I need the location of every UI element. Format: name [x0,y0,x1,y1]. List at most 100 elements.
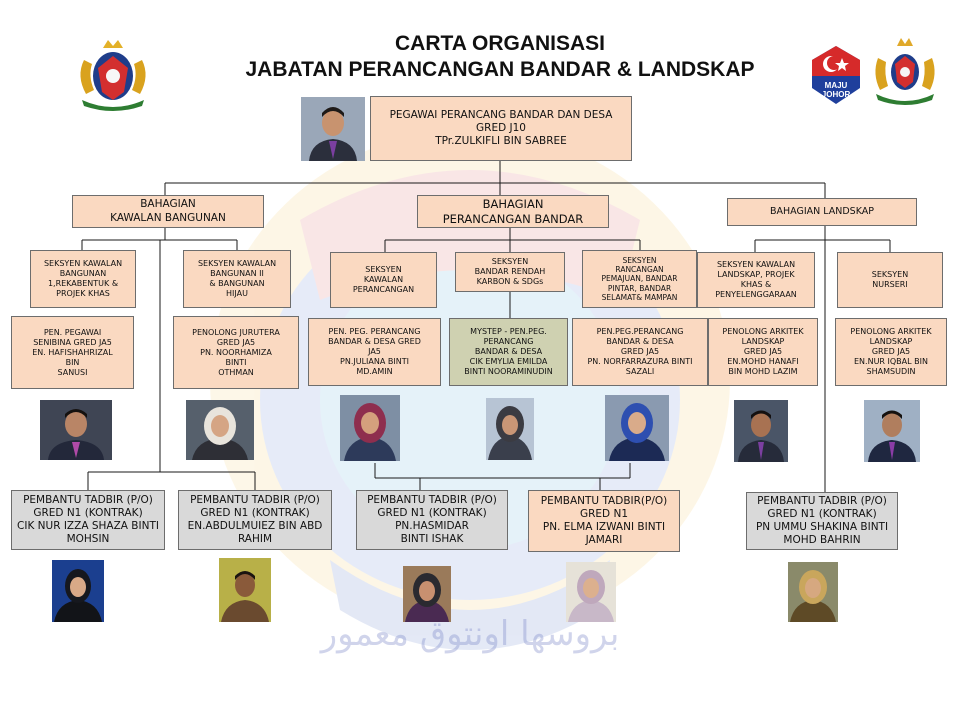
officer-box-4: MYSTEP - PEN.PEG. PERANCANG BANDAR & DES… [449,318,568,386]
section-kawalan-bangunan-1: SEKSYEN KAWALAN BANGUNAN 1,REKABENTUK & … [30,250,136,308]
section-line: HIJAU [226,289,248,298]
officer-photo-3 [340,395,400,461]
assistant-line: GRED N1 (KONTRAK) [33,506,143,519]
officer-line: PN. NORFARRAZURA BINTI [587,357,693,366]
officer-line: BANDAR & DESA GRED [328,337,421,346]
section-line: SEKSYEN KAWALAN [197,259,277,268]
assistant-line: JAMARI [585,534,623,547]
section-line: SEKSYEN [871,270,909,279]
assistant-line: MOHSIN [66,533,110,546]
division-perancangan-bandar: BAHAGIAN PERANCANGAN BANDAR [417,195,609,228]
section-line: BANDAR RENDAH [474,267,546,276]
assistant-line: RAHIM [237,533,273,546]
section-line: SEKSYEN KAWALAN [716,260,796,269]
officer-line: BIN [65,357,80,367]
officer-photo-5 [605,395,669,461]
officer-photo-6 [734,400,788,462]
section-bandar-rendah-karbon: SEKSYEN BANDAR RENDAH KARBON & SDGs [455,252,565,292]
section-line: BANGUNAN [59,269,107,278]
johor-state-crest-icon [875,38,935,105]
officer-line: MD.AMIN [356,367,393,376]
assistant-line: EN.ABDULMUIEZ BIN ABD [187,520,323,532]
officer-line: SAZALI [625,367,655,376]
officer-photo-4 [486,398,534,460]
assistant-line: PEMBANTU TADBIR (P/O) [367,493,497,506]
badge-text-2: JOHOR [822,90,851,99]
assistant-photo-3 [403,566,451,622]
assistant-photo-4 [566,562,616,622]
officer-box-5: PEN.PEG.PERANCANG BANDAR & DESA GRED JA5… [572,318,708,386]
officer-box-7: PENOLONG ARKITEK LANDSKAP GRED JA5 EN.NU… [835,318,947,386]
officer-line: GRED JA5 [743,347,783,356]
officer-box-2: PENOLONG JURUTERA GRED JA5 PN. NOORHAMIZ… [173,316,299,389]
section-line: PENYELENGGARAAN [715,290,797,299]
officer-line: PERANCANG [483,337,534,346]
chart-title: CARTA ORGANISASI [395,32,605,55]
officer-line: PN.JULIANA BINTI [340,357,409,366]
officer-line: SANUSI [57,367,88,377]
officer-line: BANDAR & DESA [474,347,543,356]
section-kawalan-landskap: SEKSYEN KAWALAN LANDSKAP, PROJEK KHAS & … [697,252,815,308]
officer-line: BANDAR & DESA [606,337,674,346]
officer-line: MYSTEP - PEN.PEG. [470,327,547,336]
assistant-line: PEMBANTU TADBIR(P/O) [540,494,668,507]
assistant-photo-1 [52,560,104,622]
assistant-line: BINTI ISHAK [400,533,464,546]
section-kawalan-bangunan-2: SEKSYEN KAWALAN BANGUNAN II & BANGUNAN H… [183,250,291,308]
division-kawalan-bangunan: BAHAGIAN KAWALAN BANGUNAN [72,195,264,228]
section-line: KAWALAN [363,275,404,284]
section-line: SEKSYEN [491,257,529,266]
officer-line: PEN. PEG. PERANCANG [328,327,421,336]
head-officer-line-3: TPr.ZULKIFLI BIN SABREE [435,135,567,148]
officer-box-6: PENOLONG ARKITEK LANDSKAP GRED JA5 EN.MO… [708,318,818,386]
officer-line: BINTI NOORAMINUDIN [464,367,553,376]
head-officer-box: PEGAWAI PERANCANG BANDAR DAN DESA GRED J… [370,96,632,161]
section-line: PROJEK KHAS [56,289,110,298]
section-nurseri: SEKSYEN NURSERI [837,252,943,308]
section-kawalan-perancangan: SEKSYEN KAWALAN PERANCANGAN [330,252,437,308]
officer-line: OTHMAN [218,367,254,377]
assistant-line: GRED N1 (KONTRAK) [200,506,310,519]
assistant-box-3: PEMBANTU TADBIR (P/O) GRED N1 (KONTRAK) … [356,490,508,550]
assistant-line: CIK NUR IZZA SHAZA BINTI [17,520,159,532]
officer-box-1: PEN. PEGAWAI SENIBINA GRED JA5 EN. HAFIS… [11,316,134,389]
chart-subtitle: JABATAN PERANCANGAN BANDAR & LANDSKAP [245,58,755,81]
section-line: SEKSYEN [365,265,402,274]
assistant-box-4: PEMBANTU TADBIR(P/O) GRED N1 PN. ELMA IZ… [528,490,680,552]
division-perancangan-line-1: BAHAGIAN [482,197,544,212]
officer-line: PEN. PEGAWAI [43,327,102,337]
officer-line: SENIBINA GRED JA5 [33,337,112,347]
assistant-box-2: PEMBANTU TADBIR (P/O) GRED N1 (KONTRAK) … [178,490,332,550]
assistant-photo-5 [788,562,838,622]
officer-line: GRED JA5 [620,347,660,356]
division-landskap: BAHAGIAN LANDSKAP [727,198,917,226]
assistant-line: PN.HASMIDAR [395,520,469,532]
section-line: LANDSKAP, PROJEK [717,270,795,279]
section-line: KHAS & [740,280,772,289]
section-line: PINTAR, BANDAR [607,283,672,293]
section-line: SEKSYEN KAWALAN [43,259,123,268]
officer-line: GRED JA5 [216,337,256,347]
assistant-line: GRED N1 (KONTRAK) [767,507,877,520]
officer-line: CIK EMYLIA EMILDA [469,357,548,366]
section-line: & BANGUNAN [209,279,265,288]
assistant-line: GRED N1 (KONTRAK) [377,506,487,519]
officer-line: PENOLONG ARKITEK [850,327,932,336]
section-line: RANCANGAN [615,264,664,274]
officer-line: PENOLONG ARKITEK [722,327,804,336]
head-officer-photo [301,97,365,161]
section-line: SEKSYEN [622,255,657,265]
division-perancangan-line-2: PERANCANGAN BANDAR [442,211,584,226]
assistant-box-5: PEMBANTU TADBIR (P/O) GRED N1 (KONTRAK) … [746,492,898,550]
section-line: NURSERI [872,280,908,289]
johor-coat-of-arms-icon [80,40,146,111]
assistant-box-1: PEMBANTU TADBIR (P/O) GRED N1 (KONTRAK) … [11,490,165,550]
officer-line: PENOLONG JURUTERA [192,327,280,337]
officer-line: GRED JA5 [871,347,911,356]
officer-box-3: PEN. PEG. PERANCANG BANDAR & DESA GRED J… [308,318,441,386]
section-line: PERANCANGAN [352,285,415,294]
officer-line: LANDSKAP [741,337,785,346]
head-officer-line-2: GRED J10 [476,121,526,134]
officer-line: SHAMSUDIN [866,367,916,376]
